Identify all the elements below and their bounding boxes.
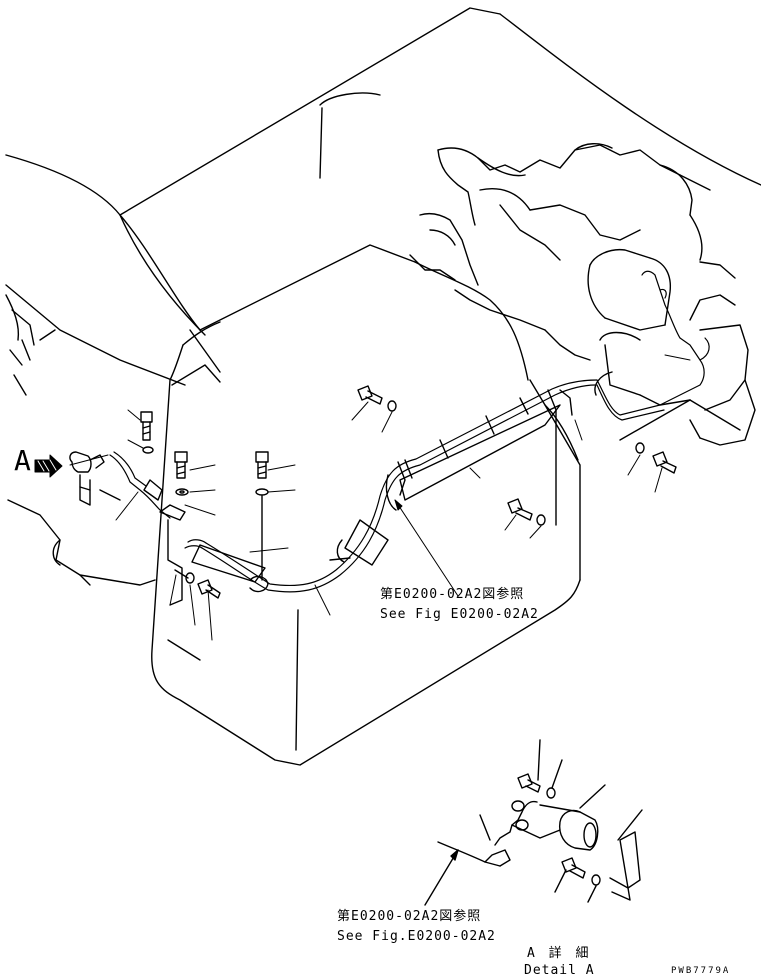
bolt-and-washer-set (141, 386, 676, 598)
detail-a-view (425, 740, 642, 905)
engine-assembly (410, 144, 755, 445)
detail-a-callout-parts (70, 452, 104, 505)
wiring-harness (110, 271, 709, 592)
drawing-number: PWB7779A (671, 966, 731, 976)
hatched-arrow-icon (35, 455, 62, 477)
leader-lines (70, 355, 690, 640)
harness-clamps (144, 390, 572, 605)
reference-label-en: See Fig E0200-02A2 (380, 607, 539, 622)
detail-title-jp: A 詳 細 (527, 946, 592, 961)
view-marker-label: A (14, 444, 31, 477)
fuel-tank-block (152, 322, 580, 765)
reference-label-jp: 第E0200-02A2図参照 (380, 587, 525, 602)
detail-title-en: Detail A (524, 963, 595, 978)
cab-body-outline (6, 8, 761, 385)
left-machine-parts (6, 295, 155, 585)
detail-reference-label-jp: 第E0200-02A2図参照 (337, 909, 482, 924)
detail-reference-label-en: See Fig.E0200-02A2 (337, 929, 496, 944)
